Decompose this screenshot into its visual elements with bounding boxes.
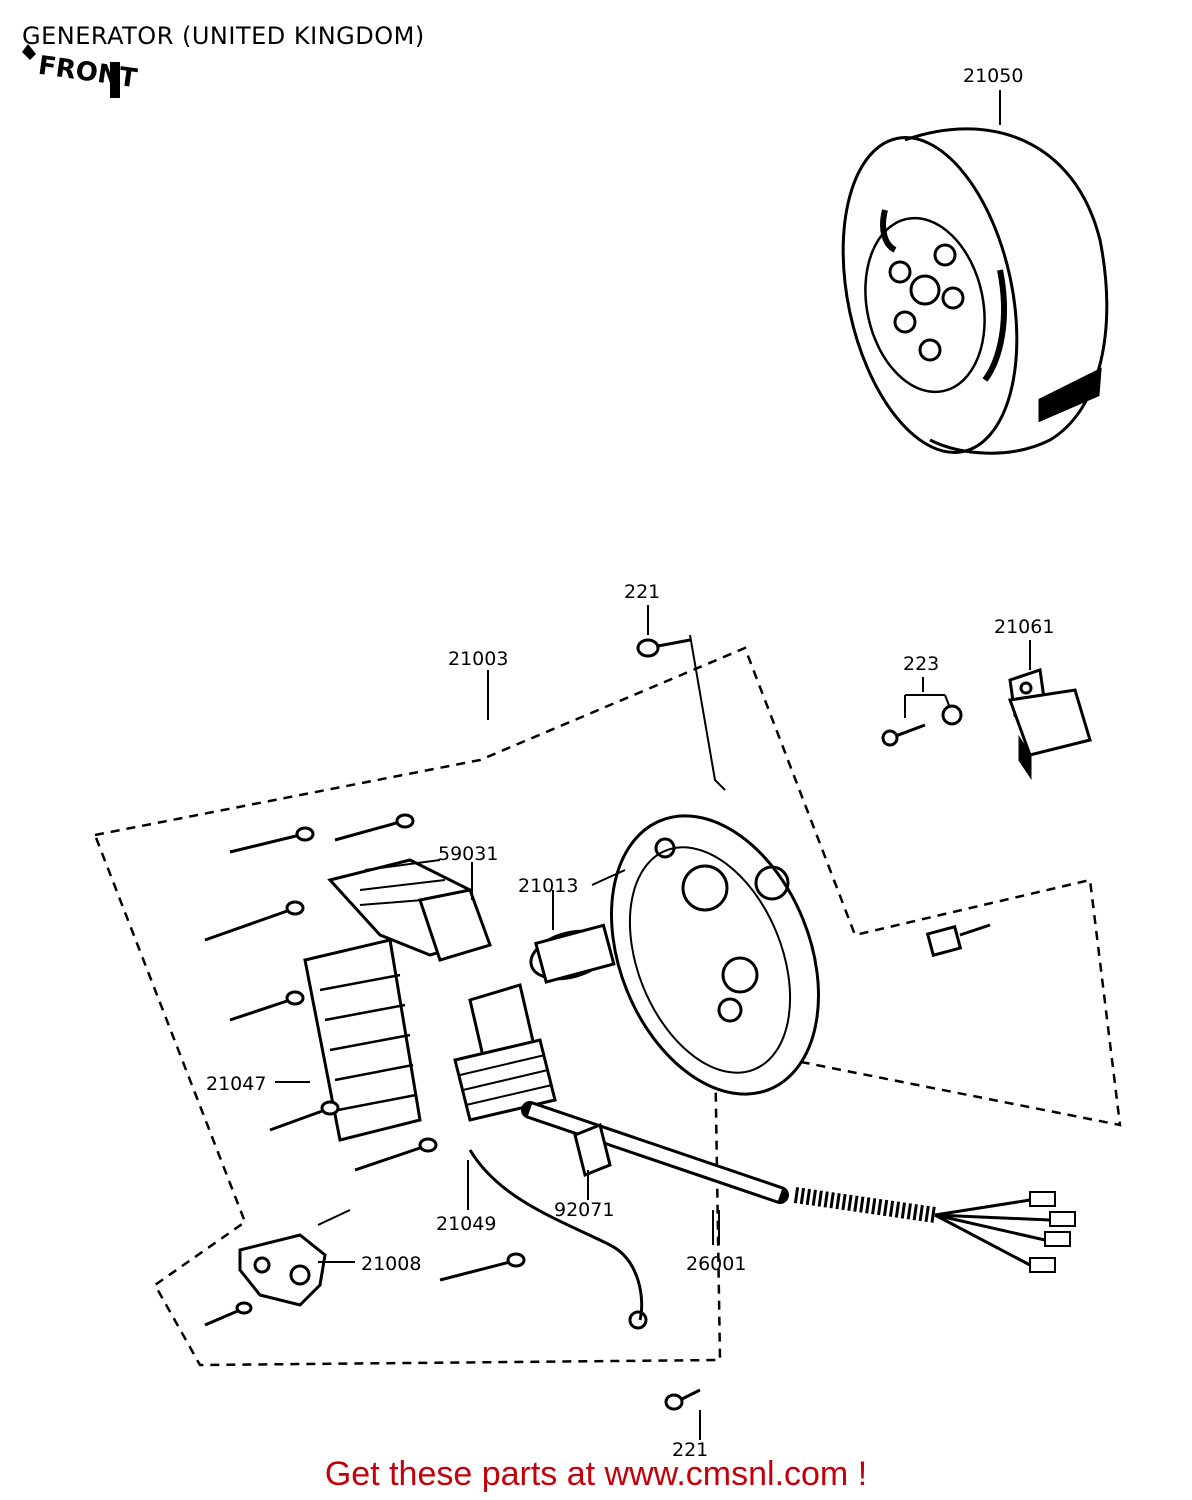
callout-regulator: 21061 bbox=[994, 616, 1054, 638]
front-arrow-icon: FRONT bbox=[22, 44, 139, 98]
callout-coil-21047: 21047 bbox=[206, 1073, 266, 1095]
callout-coil-59031: 59031 bbox=[438, 843, 498, 865]
callout-breaker-plate: 21049 bbox=[436, 1213, 496, 1235]
callout-condenser: 21013 bbox=[518, 875, 578, 897]
contact-breaker bbox=[238, 1233, 327, 1307]
page-title: GENERATOR (UNITED KINGDOM) bbox=[22, 22, 425, 50]
leader-lines bbox=[275, 90, 1031, 1440]
callout-stator-assy: 21003 bbox=[448, 648, 508, 670]
footer-link[interactable]: Get these parts at www.cmsnl.com ! bbox=[324, 1455, 868, 1493]
coil-21047 bbox=[303, 938, 422, 1142]
regulator bbox=[1007, 668, 1092, 780]
callout-bolt-washer: 223 bbox=[903, 653, 939, 675]
front-marker-label: FRONT bbox=[36, 51, 139, 95]
callout-clamp: 92071 bbox=[554, 1199, 614, 1221]
callout-bolt-top: 221 bbox=[624, 581, 660, 603]
coil-59031 bbox=[327, 858, 492, 962]
callout-harness: 26001 bbox=[686, 1253, 746, 1275]
rotor-flywheel bbox=[841, 127, 1109, 455]
assembly-boundary bbox=[93, 646, 1122, 1367]
callout-contact-breaker: 21008 bbox=[361, 1253, 421, 1275]
wire-harness bbox=[468, 1101, 1076, 1330]
coil-secondary bbox=[453, 983, 557, 1122]
bolts bbox=[204, 638, 991, 1411]
clamp-92071 bbox=[573, 1122, 612, 1178]
callout-bolt-bottom: 221 bbox=[672, 1439, 708, 1461]
callout-rotor: 21050 bbox=[963, 65, 1023, 87]
condenser bbox=[529, 923, 616, 984]
stator-plate bbox=[610, 814, 820, 1096]
footer-promo[interactable]: Get these parts at www.cmsnl.com ! bbox=[0, 1455, 1192, 1494]
